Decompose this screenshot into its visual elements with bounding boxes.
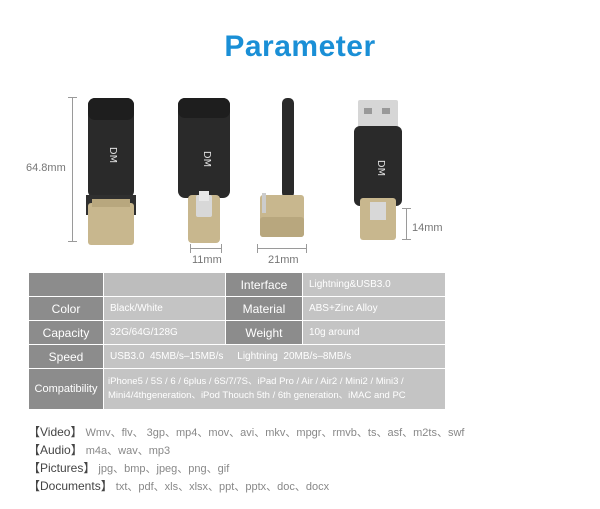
spec-color-value: Black/White [104,297,225,320]
page-title: Parameter [224,30,376,63]
format-pictures-value: jpg、bmp、jpeg、png、gif [98,463,230,475]
plug-dimension-line [406,208,407,240]
format-audio-value: m4a、wav、mp3 [85,445,171,457]
format-documents-key: 【Documents】 [28,479,113,493]
spec-speed-label: Speed [29,345,103,368]
spec-speed-value: USB3.0 45MB/s–15MB/s Lightning 20MB/s–8M… [104,345,445,368]
format-list: 【Video】 Wmv、flv、 3gp、mp4、mov、avi、mkv、mpg… [28,424,464,496]
spec-color-label: Color [29,297,103,320]
spec-interface-label: Interface [225,273,302,296]
spec-weight-value: 10g around [302,321,445,344]
format-audio-key: 【Audio】 [28,443,83,457]
format-video-row: 【Video】 Wmv、flv、 3gp、mp4、mov、avi、mkv、mpg… [28,424,464,442]
width-b-dimension-line [257,248,307,249]
width-a-tick-left [190,244,191,253]
width-b-tick-left [257,244,258,253]
format-video-key: 【Video】 [28,425,83,439]
spec-material-value: ABS+Zinc Alloy [302,297,445,320]
width-a-tick-right [221,244,222,253]
height-dimension-tick-top [68,97,77,98]
plug-tick-bottom [402,239,411,240]
plug-dimension-label: 14mm [412,222,443,234]
width-a-label: 11mm [192,254,222,266]
svg-text:DM: DM [201,151,212,167]
spec-weight-label: Weight [225,321,302,344]
spec-material-label: Material [225,297,302,320]
device-logo: DM [107,147,118,163]
svg-text:DM: DM [375,160,386,176]
device-side-view [260,98,304,237]
format-pictures-key: 【Pictures】 [28,461,96,475]
width-b-label: 21mm [268,254,299,266]
spec-compat-line1: iPhone5 / 5S / 6 / 6plus / 6S/7/7S、iPad … [108,376,404,387]
width-b-tick-right [306,244,307,253]
spec-blank-cell [104,273,225,296]
width-a-dimension-line [190,248,222,249]
height-dimension-line [72,97,73,242]
device-usb-view: DM [354,100,402,240]
spec-compat-value: iPhone5 / 5S / 6 / 6plus / 6S/7/7S、iPad … [104,369,445,409]
spec-capacity-label: Capacity [29,321,103,344]
height-dimension-label: 64.8mm [26,162,66,174]
spec-table: Interface Lightning&USB3.0 Color Black/W… [28,272,446,410]
spec-compat-line2: Mini4/4thgeneration、iPod Thouch 5th / 6t… [108,390,406,401]
device-front-view: DM [86,98,136,245]
spec-capacity-value: 32G/64G/128G [104,321,225,344]
format-video-value: Wmv、flv、 3gp、mp4、mov、avi、mkv、mpgr、rmvb、t… [85,427,465,439]
height-dimension-tick-bottom [68,241,77,242]
spec-corner-cell [29,273,103,296]
format-documents-value: txt、pdf、xls、xlsx、ppt、pptx、doc、docx [115,481,330,493]
format-pictures-row: 【Pictures】 jpg、bmp、jpeg、png、gif [28,460,464,478]
plug-tick-top [402,208,411,209]
format-documents-row: 【Documents】 txt、pdf、xls、xlsx、ppt、pptx、do… [28,478,464,496]
device-lightning-view: DM [178,98,230,243]
spec-interface-value: Lightning&USB3.0 [302,273,445,296]
spec-compat-label: Compatibility [29,369,103,409]
format-audio-row: 【Audio】 m4a、wav、mp3 [28,442,464,460]
